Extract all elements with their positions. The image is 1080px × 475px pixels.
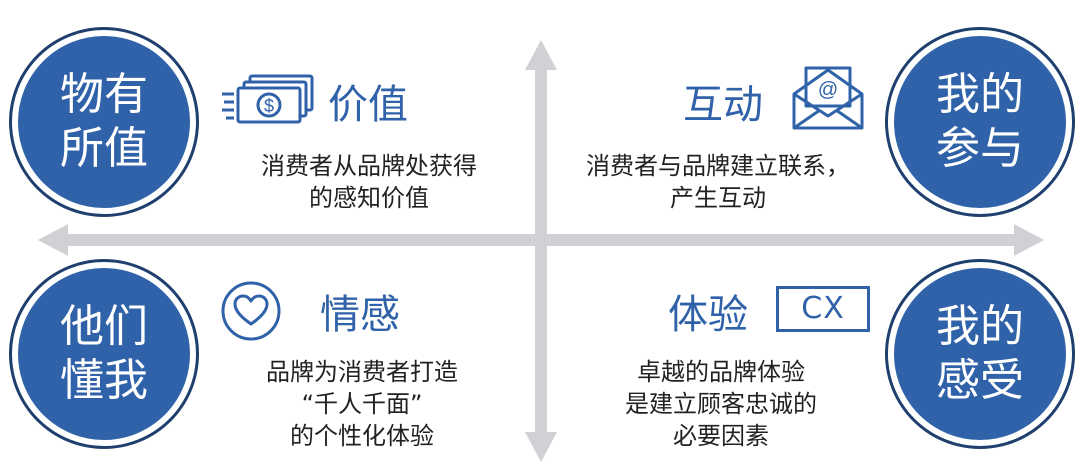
circle-text-line-1: 他们 xyxy=(60,301,148,352)
circle-value-for-money: 物有 所值 xyxy=(12,30,196,214)
heading-experience: 体验 xyxy=(668,292,748,338)
vertical-axis xyxy=(535,62,547,442)
circle-my-feelings: 我的 感受 xyxy=(888,262,1072,446)
heading-interaction: 互动 xyxy=(683,82,763,128)
circle-text-line-2: 感受 xyxy=(936,355,1024,406)
desc-line-2: 是建立顾客忠诚的 xyxy=(625,390,817,418)
heading-emotion: 情感 xyxy=(320,292,400,338)
circle-text-line-2: 所值 xyxy=(60,123,148,174)
desc-line-3: 的个性化体验 xyxy=(290,422,434,450)
svg-text:$: $ xyxy=(264,96,274,116)
desc-line-1: 消费者与品牌建立联系， xyxy=(586,152,850,180)
cx-badge: CX xyxy=(776,286,870,332)
circle-text-line-1: 我的 xyxy=(936,69,1024,120)
heart-circle-icon xyxy=(221,281,281,341)
circle-they-understand-me: 他们 懂我 xyxy=(12,262,196,446)
desc-line-1: 消费者从品牌处获得 xyxy=(261,152,477,180)
left-arrowhead xyxy=(38,224,68,256)
svg-text:@: @ xyxy=(818,79,838,101)
desc-line-3: 必要因素 xyxy=(673,422,769,450)
circle-text-line-2: 懂我 xyxy=(60,355,148,406)
circle-text-line-1: 我的 xyxy=(936,301,1024,352)
desc-line-1: 卓越的品牌体验 xyxy=(637,358,805,386)
desc-line-1: 品牌为消费者打造 xyxy=(266,358,458,386)
desc-line-2: 的感知价值 xyxy=(309,184,429,212)
desc-experience: 卓越的品牌体验 是建立顾客忠诚的 必要因素 xyxy=(590,356,852,452)
circle-text-line-1: 物有 xyxy=(60,69,148,120)
circle-text-line-2: 参与 xyxy=(936,123,1024,174)
money-stack-icon: $ xyxy=(222,74,314,124)
desc-line-2: “千人千面” xyxy=(301,390,423,418)
desc-line-2: 产生互动 xyxy=(670,184,766,212)
heading-value: 价值 xyxy=(328,82,408,128)
right-arrowhead xyxy=(1014,224,1044,256)
top-arrowhead xyxy=(525,40,557,70)
circle-my-participation: 我的 参与 xyxy=(888,30,1072,214)
desc-emotion: 品牌为消费者打造 “千人千面” 的个性化体验 xyxy=(236,356,488,452)
desc-interaction: 消费者与品牌建立联系， 产生互动 xyxy=(568,150,868,214)
bottom-arrowhead xyxy=(525,432,557,462)
email-envelope-icon: @ xyxy=(792,66,864,130)
desc-value: 消费者从品牌处获得 的感知价值 xyxy=(238,150,500,214)
